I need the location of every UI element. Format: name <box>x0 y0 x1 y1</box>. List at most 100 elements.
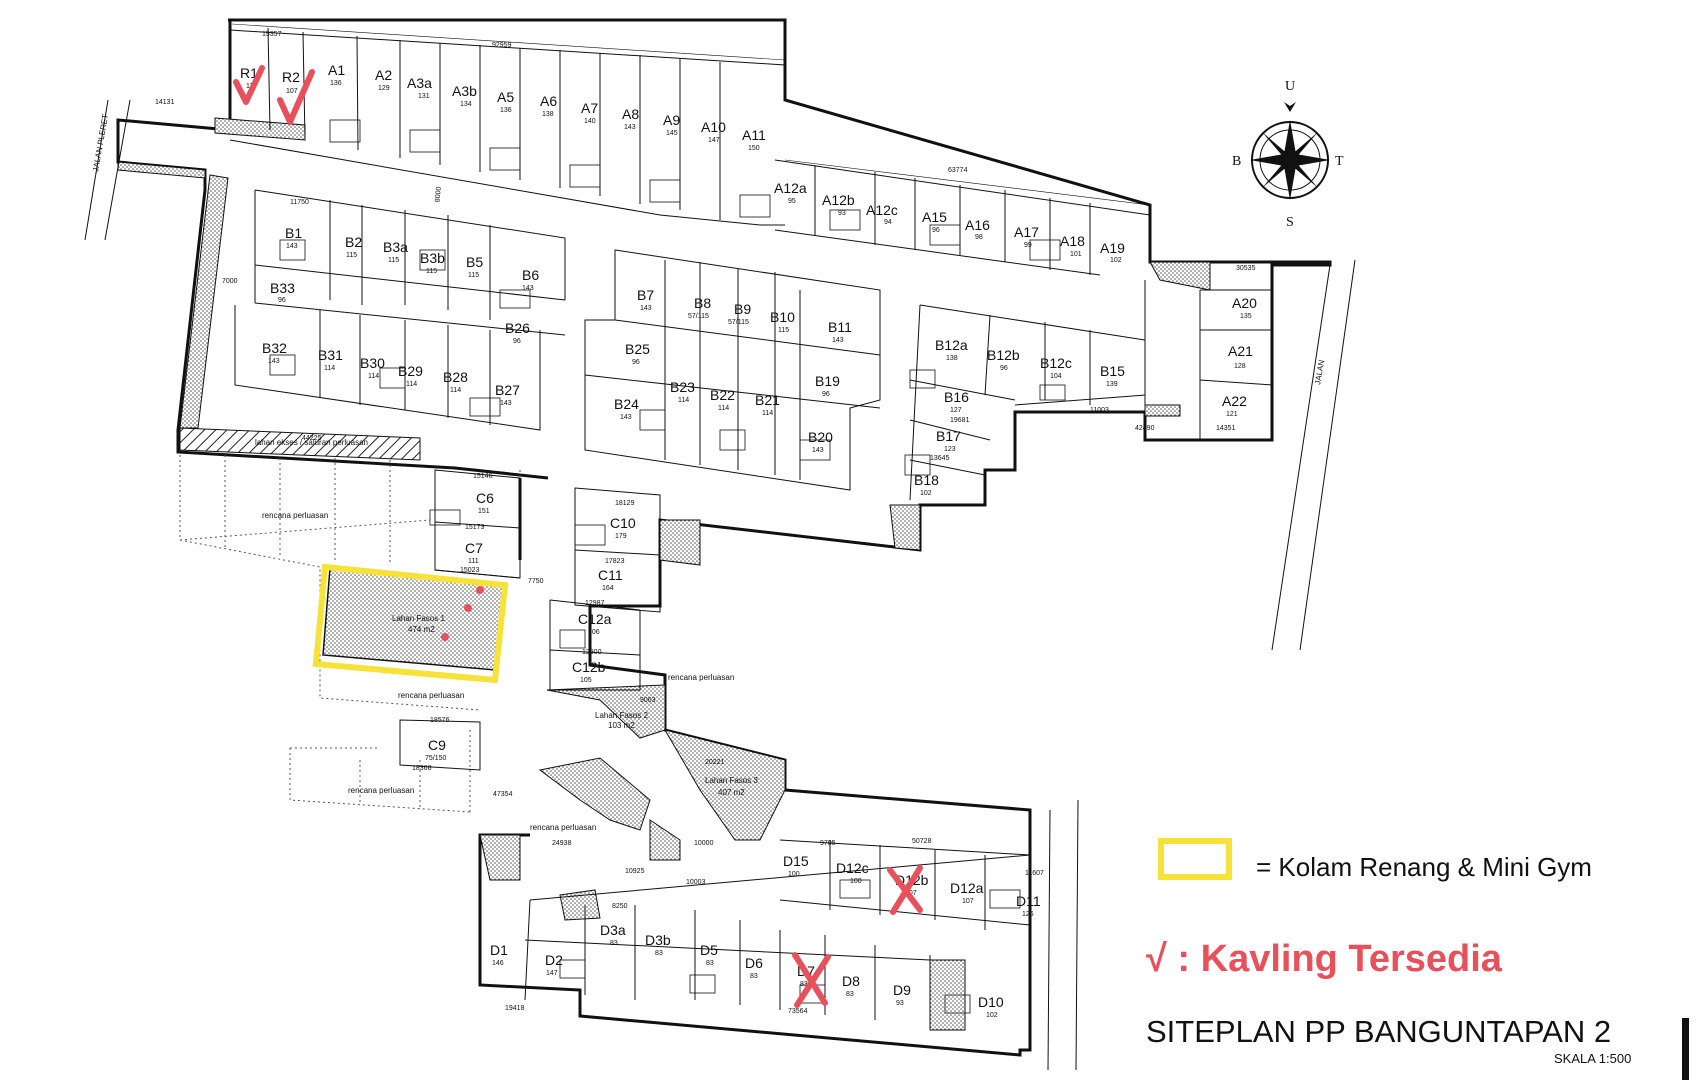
scale-label: SKALA 1:500 <box>1554 1051 1632 1066</box>
dim-d20: 10000 <box>694 840 714 847</box>
lot-B30-area: 114 <box>368 373 379 380</box>
lot-B12b-area: 96 <box>1000 365 1008 372</box>
lot-D15-area: 100 <box>788 871 800 878</box>
lot-D15: D15 <box>783 853 809 869</box>
lot-A17: A17 <box>1014 224 1039 240</box>
expansion-label-3: rencana perluasan <box>668 673 734 682</box>
lot-A3b: A3b <box>452 83 477 99</box>
lot-C12a: C12a <box>578 611 612 627</box>
dim-d2: 15357 <box>262 31 282 38</box>
lot-B20: B20 <box>808 429 833 445</box>
lot-A7-area: 140 <box>584 118 596 125</box>
lot-A12a-area: 95 <box>788 198 796 205</box>
fasos2-name: Lahan Fasos 2 <box>595 711 648 720</box>
lot-C11: C11 <box>598 567 623 583</box>
lot-D10: D10 <box>978 994 1004 1010</box>
lot-A22-area: 121 <box>1226 411 1238 418</box>
dim-d29: 19418 <box>505 1005 525 1012</box>
lot-B23-area: 114 <box>678 397 689 404</box>
lot-A8-area: 143 <box>624 124 636 131</box>
lot-D2: D2 <box>545 952 563 968</box>
lot-B11-area: 143 <box>832 337 844 344</box>
fasos1-name: Lahan Fasos 1 <box>392 614 445 623</box>
road-edges <box>84 99 1356 1071</box>
compass-rose: U S B T <box>1232 79 1344 230</box>
compass-east: T <box>1335 154 1344 169</box>
lot-C7: C7 <box>465 540 483 556</box>
lot-B16: B16 <box>944 389 969 405</box>
lot-A18: A18 <box>1060 233 1085 249</box>
lot-B33-area: 96 <box>278 297 286 304</box>
lot-B12c-area: 104 <box>1050 373 1062 380</box>
dim-d14: 18129 <box>615 500 635 507</box>
dim-d16: 12987 <box>585 600 605 607</box>
lot-lines <box>229 27 1273 1030</box>
lot-A2-area: 129 <box>378 85 390 92</box>
lot-A19: A19 <box>1100 240 1125 256</box>
pool-markers <box>441 586 484 641</box>
lot-B10-area: 115 <box>778 327 789 334</box>
lot-A10-area: 147 <box>708 137 720 144</box>
lot-B32: B32 <box>262 340 287 356</box>
lot-B8-area: 57/115 <box>688 313 709 320</box>
lot-B33: B33 <box>270 280 295 296</box>
lot-C11-area: 164 <box>602 585 614 592</box>
expansion-label-5: rencana perluasan <box>530 823 596 832</box>
dim-d24: 7750 <box>528 578 544 585</box>
lot-B10: B10 <box>770 309 795 325</box>
lot-labels: R1 111 R2 107 A1 136 A2 129 A3a 131 A3b … <box>240 62 1257 1019</box>
lot-A5: A5 <box>497 89 514 105</box>
lot-C12b: C12b <box>572 659 606 675</box>
lot-D5-area: 83 <box>706 960 714 967</box>
lot-A21-area: 128 <box>1234 363 1246 370</box>
lot-B26-area: 96 <box>513 338 521 345</box>
lot-B29-area: 114 <box>406 381 417 388</box>
available-marks <box>233 65 315 125</box>
lot-B5-area: 115 <box>468 272 479 279</box>
lot-B9: B9 <box>734 301 751 317</box>
lot-C9-area: 75/150 <box>425 755 447 762</box>
lot-A3b-area: 134 <box>460 101 472 108</box>
fasos3-name: Lahan Fasos 3 <box>705 776 758 785</box>
lot-A12a: A12a <box>774 180 807 196</box>
lot-D11-area: 126 <box>1022 911 1034 918</box>
lot-B27-area: 143 <box>500 400 512 407</box>
dim-d22: 10003 <box>686 879 706 886</box>
lot-D3a: D3a <box>600 922 626 938</box>
dim-d8: 24938 <box>552 840 572 847</box>
lot-B21: B21 <box>755 392 780 408</box>
checkmark-R2 <box>277 69 315 125</box>
lot-B12c: B12c <box>1040 355 1072 371</box>
lot-A3a: A3a <box>407 75 432 91</box>
dim-d21: 10925 <box>625 868 645 875</box>
lot-A12b-area: 93 <box>838 210 846 217</box>
legend-pool-swatch <box>1158 838 1232 880</box>
lot-A12c-area: 94 <box>884 219 892 226</box>
area-labels: Lahan Fasos 1 474 m2 Lahan Fasos 2 103 m… <box>255 438 758 832</box>
dim-d12: 15173 <box>465 524 485 531</box>
lot-D6: D6 <box>745 955 763 971</box>
lot-A1-area: 136 <box>330 80 342 87</box>
dim-d25: 7000 <box>222 278 238 285</box>
lot-D6-area: 83 <box>750 973 758 980</box>
dim-d9: 18576 <box>430 717 450 724</box>
fasos3-size: 407 m2 <box>718 788 745 797</box>
dim-d27: 30535 <box>1236 265 1256 272</box>
lot-A18-area: 101 <box>1070 251 1082 258</box>
lot-D12c-area: 100 <box>850 878 862 885</box>
lot-A6: A6 <box>540 93 557 109</box>
lot-A21: A21 <box>1228 343 1253 359</box>
lot-B29: B29 <box>398 363 423 379</box>
dim-d4: 50728 <box>912 838 932 845</box>
dimension-labels: 92959 15357 63774 50728 44225 73564 4735… <box>155 23 1256 1015</box>
lot-D9: D9 <box>893 982 911 998</box>
fasos2-size: 103 m2 <box>608 721 635 730</box>
lot-B20-area: 143 <box>812 447 824 454</box>
dim-d15: 17823 <box>605 558 625 565</box>
road-label-west: JALAN PLERET <box>91 113 110 172</box>
lot-C7-area: 111 <box>468 558 479 565</box>
lot-B32-area: 143 <box>268 358 280 365</box>
lot-D12a-area: 107 <box>962 898 974 905</box>
lot-C6-area: 151 <box>478 508 490 515</box>
